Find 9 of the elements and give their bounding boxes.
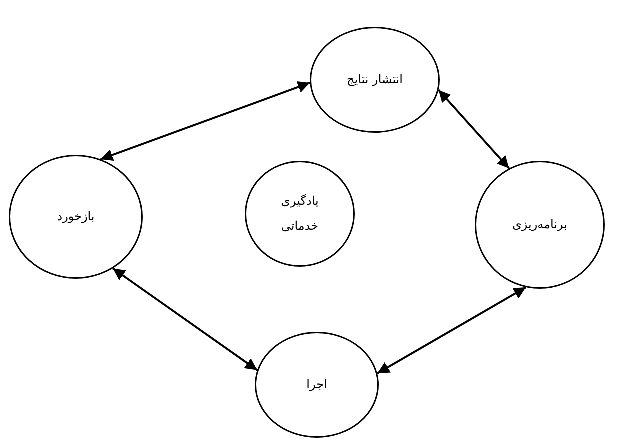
- node-label: یادگیری خدماتی: [280, 192, 320, 235]
- node-label: بازخورد: [56, 208, 96, 226]
- double-arrow: [112, 268, 258, 372]
- double-arrow: [438, 90, 510, 170]
- double-arrow: [100, 81, 310, 161]
- node-label: اجرا: [306, 376, 328, 394]
- double-arrow: [377, 286, 527, 374]
- node-label: برنامه‌ریزی: [512, 216, 568, 234]
- node-label: انتشار نتایج: [346, 71, 404, 88]
